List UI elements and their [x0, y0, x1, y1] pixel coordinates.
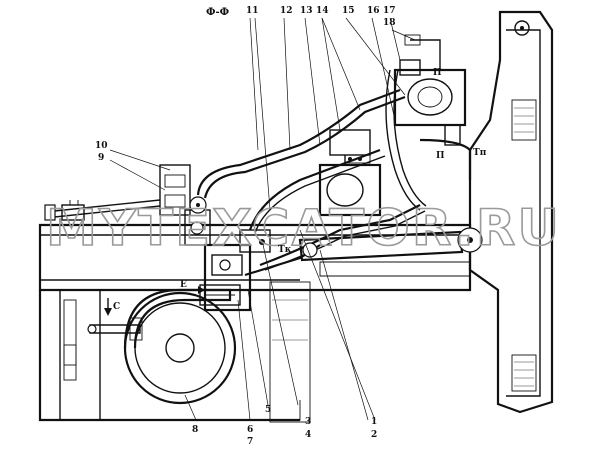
hydraulic-hoses: [196, 69, 472, 277]
callout-13: 13: [300, 6, 313, 16]
marker-tp: Тп: [473, 148, 487, 158]
callout-5: 5: [265, 405, 271, 415]
callout-3: 3: [305, 417, 311, 427]
marker-p-upper: П: [433, 68, 442, 78]
marker-tk: Тк: [278, 245, 292, 255]
callout-7: 7: [247, 437, 253, 447]
callout-6: 6: [247, 425, 253, 435]
callout-18: 18: [383, 18, 396, 28]
callout-16: 16: [367, 6, 380, 16]
section-title: Ф-Ф: [206, 7, 230, 18]
marker-c: С: [113, 302, 120, 312]
left-valve-group: [44, 164, 207, 221]
callout-10: 10: [95, 141, 108, 151]
main-frame: [38, 223, 472, 423]
callout-8: 8: [192, 425, 198, 435]
letter-markers: Е С Тк Тп П П: [113, 68, 487, 312]
callout-15: 15: [342, 6, 355, 16]
callout-14: 14: [316, 6, 329, 16]
middle-hydraulic-motor: [318, 129, 382, 217]
watermark-text: MYTEXCATOR.RU: [46, 199, 561, 257]
callout-numbers: 11 12 13 14 15 16 17 18 10 9 8 6 7 5 3 4…: [95, 6, 396, 447]
callout-1: 1: [371, 417, 377, 427]
callout-9: 9: [98, 153, 104, 163]
marker-e: Е: [180, 280, 187, 290]
view-arrows: [104, 286, 205, 316]
callout-12: 12: [280, 6, 293, 16]
callout-11: 11: [246, 6, 259, 16]
upper-hydraulic-motor: [393, 34, 467, 146]
control-valve-block: [184, 209, 271, 312]
boom-arm: [468, 10, 554, 414]
pump-drum: [87, 288, 237, 405]
callout-4: 4: [305, 430, 311, 440]
callout-2: 2: [371, 430, 377, 440]
leader-lines: [109, 17, 416, 421]
marker-p-lower: П: [436, 151, 445, 161]
callout-17: 17: [383, 6, 396, 16]
